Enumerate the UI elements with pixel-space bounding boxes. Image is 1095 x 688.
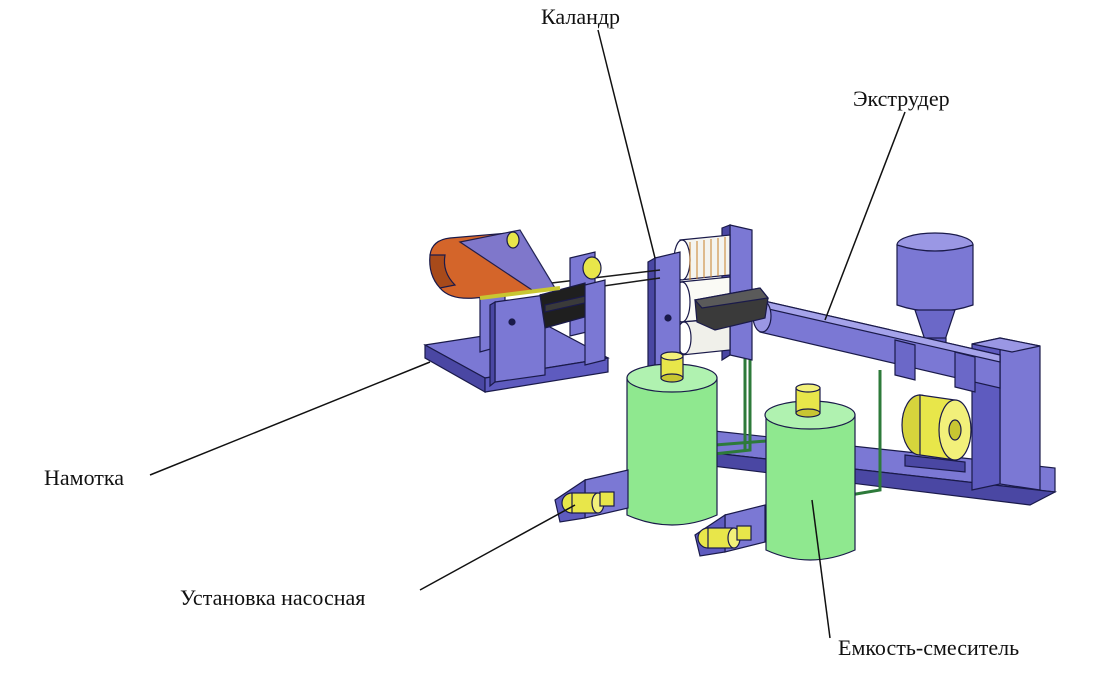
leader-lines (149, 29, 906, 639)
pump-unit-left (554, 469, 629, 523)
label-mixing-tank: Емкость-смеситель (838, 635, 1020, 660)
leader-extruder (824, 111, 906, 321)
leader-pump (419, 504, 576, 591)
leader-calender (597, 29, 656, 259)
label-pump-unit: Установка насосная (180, 585, 366, 610)
mixing-tank-right (764, 383, 856, 561)
pump-unit-right (694, 504, 766, 557)
leader-tank (811, 499, 831, 639)
extruder-motor (901, 394, 972, 473)
winder (423, 229, 610, 394)
leader-winding (149, 361, 431, 476)
label-extruder: Экструдер (853, 86, 950, 111)
hopper (896, 232, 974, 351)
mixing-tank-left (626, 351, 718, 526)
label-winding: Намотка (44, 465, 125, 490)
calender (647, 224, 770, 384)
label-calender: Каландр (541, 4, 621, 29)
